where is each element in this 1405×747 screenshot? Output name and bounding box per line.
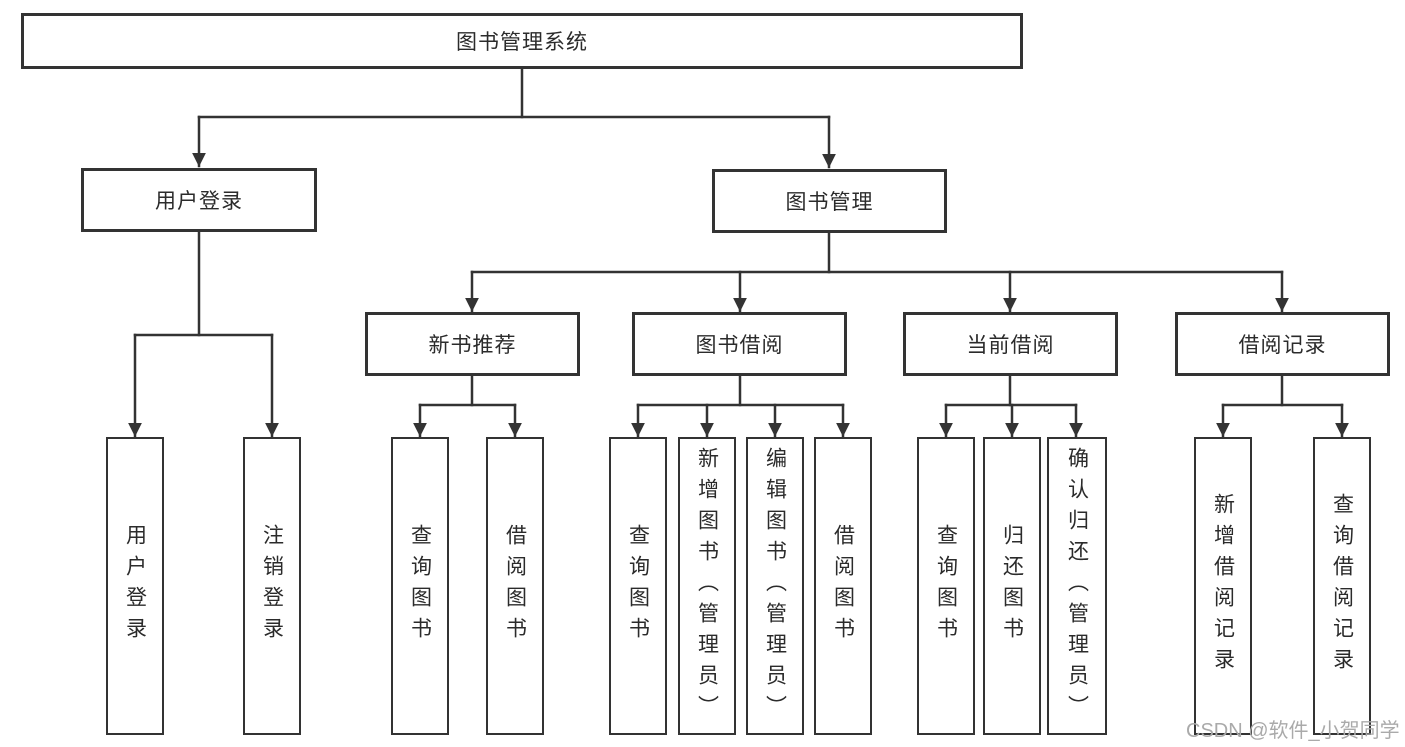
node-user-login-label: 用户登录 xyxy=(155,190,243,213)
node-current-borrow: 当前借阅 xyxy=(903,312,1118,376)
leaf-user-login: 用户登录 xyxy=(106,437,164,735)
node-borrow-records-label: 借阅记录 xyxy=(1238,334,1327,357)
leaf-query-borrow-record: 查询借阅记录 xyxy=(1313,437,1371,735)
node-book-management: 图书管理 xyxy=(712,169,947,233)
node-borrow-records: 借阅记录 xyxy=(1175,312,1390,376)
csdn-watermark: CSDN @软件_小贺同学 xyxy=(1186,720,1400,742)
node-new-book-recommend: 新书推荐 xyxy=(365,312,580,376)
leaf-add-books-admin: 新增图书（管理员） xyxy=(678,437,736,735)
leaf-query-books-borrow: 查询图书 xyxy=(609,437,667,735)
node-root: 图书管理系统 xyxy=(21,13,1023,69)
leaf-query-books-recommend: 查询图书 xyxy=(391,437,449,735)
leaf-query-books-current: 查询图书 xyxy=(917,437,975,735)
leaf-confirm-return-admin: 确认归还（管理员） xyxy=(1047,437,1107,735)
leaf-add-borrow-record: 新增借阅记录 xyxy=(1194,437,1252,735)
leaf-borrow-books: 借阅图书 xyxy=(814,437,872,735)
leaf-return-books: 归还图书 xyxy=(983,437,1041,735)
node-book-borrow: 图书借阅 xyxy=(632,312,847,376)
node-book-management-label: 图书管理 xyxy=(785,191,874,214)
leaf-borrow-books-recommend: 借阅图书 xyxy=(486,437,544,735)
node-user-login: 用户登录 xyxy=(81,168,317,232)
node-book-borrow-label: 图书借阅 xyxy=(695,334,784,357)
leaf-edit-books-admin: 编辑图书（管理员） xyxy=(746,437,804,735)
node-root-label: 图书管理系统 xyxy=(456,31,588,54)
node-new-book-recommend-label: 新书推荐 xyxy=(428,334,517,357)
leaf-logout: 注销登录 xyxy=(243,437,301,735)
node-current-borrow-label: 当前借阅 xyxy=(966,334,1055,357)
